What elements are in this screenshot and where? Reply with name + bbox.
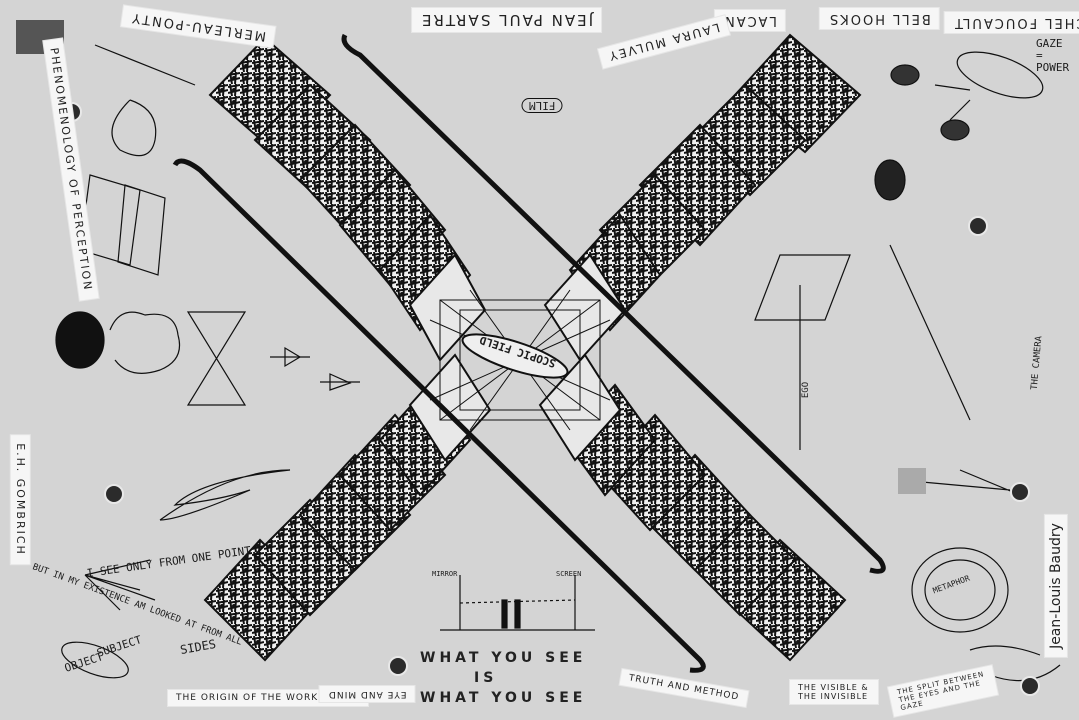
pin-icon [388, 656, 408, 676]
name-gombrich: E.H. GOMBRICH [10, 435, 30, 564]
pin-icon [1010, 482, 1030, 502]
film-cascade-top-right [543, 33, 862, 362]
film-cascade-bottom-left [203, 353, 492, 662]
pin-icon [104, 484, 124, 504]
film-cascade-bottom-right [538, 353, 847, 662]
diagonal-arrow-right [341, 33, 886, 574]
label-film: FILM [522, 98, 563, 113]
diagonal-arrow-left [172, 158, 706, 673]
label-visible-invisible: THE VISIBLE & THE INVISIBLE [790, 680, 878, 704]
label-mirror: MIRROR [432, 570, 458, 578]
headline-line-1: WHAT YOU SEE [420, 650, 587, 666]
label-gaze-power: GAZE = POWER [1036, 37, 1070, 74]
right-diagrams [754, 51, 1061, 682]
label-origin-of-art: THE ORIGIN OF THE WORK OF ART [168, 690, 369, 706]
headline-line-2: IS [474, 670, 498, 686]
label-screen: SCREEN [556, 570, 582, 578]
pin-icon [1020, 676, 1040, 696]
mirror-screen-diagram [440, 575, 595, 631]
label-eye-and-mind: EYE AND MIND [320, 686, 415, 702]
headline-line-3: WHAT YOU SEE [420, 690, 587, 706]
name-foucault: MICHEL FOUCAULT [945, 12, 1079, 33]
pin-icon [968, 216, 988, 236]
left-diagrams [55, 44, 360, 679]
name-hooks: BELL HOOKS [820, 8, 939, 29]
film-cascade-top-left [208, 36, 487, 362]
name-baudry: Jean-Louis Baudry [1044, 515, 1067, 657]
name-sartre: JEAN PAUL SARTRE [412, 8, 602, 32]
label-ego: EGO [801, 381, 812, 399]
stamp-image [898, 468, 926, 494]
